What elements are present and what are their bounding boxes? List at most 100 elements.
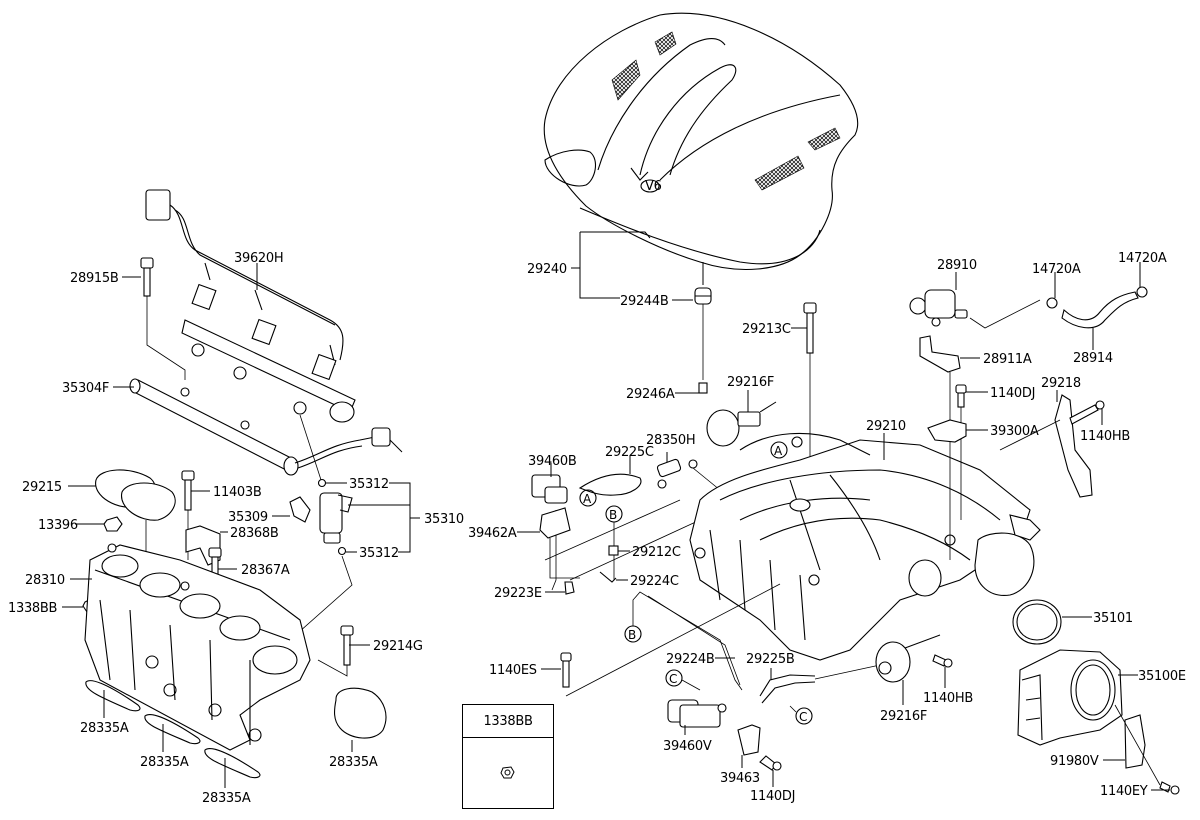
gasket-28335A-4[interactable] (333, 687, 387, 739)
label-1140HB-top[interactable]: 1140HB (1080, 429, 1130, 444)
upper-intake-manifold-29210[interactable] (689, 432, 1041, 661)
label-35312-upper[interactable]: 35312 (349, 477, 389, 492)
label-29225B[interactable]: 29225B (746, 652, 795, 667)
bracket-91980V[interactable] (1124, 714, 1146, 769)
lower-intake-manifold-28310[interactable] (84, 543, 311, 751)
label-28335A-3[interactable]: 28335A (202, 791, 251, 806)
clip-29212C[interactable] (608, 545, 619, 556)
label-35304F[interactable]: 35304F (62, 381, 109, 396)
label-28911A[interactable]: 28911A (983, 352, 1032, 367)
nut-13396[interactable] (103, 516, 123, 532)
label-39620H[interactable]: 39620H (234, 251, 284, 266)
bolt-1140ES[interactable] (560, 652, 572, 688)
sensor-39300A[interactable] (927, 419, 967, 443)
solenoid-valve-39460B[interactable] (531, 474, 568, 504)
label-28368B[interactable]: 28368B (230, 526, 279, 541)
label-28310[interactable]: 28310 (25, 573, 65, 588)
label-1140DJ-bottom[interactable]: 1140DJ (750, 789, 795, 804)
label-1140ES[interactable]: 1140ES (489, 663, 537, 678)
bolt-29246A[interactable] (698, 382, 708, 394)
label-39462A[interactable]: 39462A (468, 526, 517, 541)
label-35100E[interactable]: 35100E (1138, 669, 1186, 684)
label-39460B[interactable]: 39460B (528, 454, 577, 469)
gasket-28335A-1[interactable] (85, 680, 141, 712)
label-29216F-bottom[interactable]: 29216F (880, 709, 927, 724)
label-1140HB-bottom[interactable]: 1140HB (923, 691, 973, 706)
label-14720A-1[interactable]: 14720A (1032, 262, 1081, 277)
bracket-39463[interactable] (737, 724, 761, 756)
hose-29223E[interactable] (564, 581, 575, 595)
hose-29225C[interactable] (578, 473, 642, 496)
grommet-29244B[interactable] (694, 287, 712, 305)
injector-35310[interactable] (319, 492, 353, 544)
label-28335A-4[interactable]: 28335A (329, 755, 378, 770)
label-35309[interactable]: 35309 (228, 510, 268, 525)
bolt-1140HB-bottom[interactable] (932, 654, 953, 668)
label-29215[interactable]: 29215 (22, 480, 62, 495)
label-11403B[interactable]: 11403B (213, 485, 262, 500)
label-35310[interactable]: 35310 (424, 512, 464, 527)
label-28335A-1[interactable]: 28335A (80, 721, 129, 736)
label-13396[interactable]: 13396 (38, 518, 78, 533)
o-ring-upper[interactable] (317, 478, 327, 488)
hose-29225B[interactable] (759, 674, 816, 704)
label-29224C[interactable]: 29224C (630, 574, 679, 589)
solenoid-valve-39460V[interactable] (667, 699, 727, 728)
clamp-14720A-2[interactable] (1136, 286, 1148, 298)
actuator-29216F-bottom[interactable] (875, 634, 941, 683)
fuel-rail-35304F[interactable] (129, 378, 299, 476)
label-28335A-2[interactable]: 28335A (140, 755, 189, 770)
label-28350H[interactable]: 28350H (646, 433, 696, 448)
label-29246A[interactable]: 29246A (626, 387, 675, 402)
label-29214G[interactable]: 29214G (373, 639, 423, 654)
label-1140EY[interactable]: 1140EY (1100, 784, 1148, 799)
gasket-29215[interactable] (95, 469, 176, 521)
bolt-1140DJ-bottom[interactable] (759, 755, 782, 771)
clamp-14720A-1[interactable] (1046, 297, 1058, 309)
label-29225C[interactable]: 29225C (605, 445, 654, 460)
label-29212C[interactable]: 29212C (632, 545, 681, 560)
throttle-body-35100E[interactable] (1017, 649, 1123, 746)
bracket-29218[interactable] (1054, 394, 1093, 498)
label-35101[interactable]: 35101 (1093, 611, 1133, 626)
wiring-harness-39620H[interactable] (145, 189, 344, 381)
engine-cover[interactable]: V6 (543, 12, 859, 270)
label-29218[interactable]: 29218 (1041, 376, 1081, 391)
label-28915B[interactable]: 28915B (70, 271, 119, 286)
connector-28350H[interactable] (656, 458, 698, 489)
bolt-11403B[interactable] (181, 470, 195, 511)
label-39460V[interactable]: 39460V (663, 739, 712, 754)
label-39300A[interactable]: 39300A (990, 424, 1039, 439)
bolt-1140DJ-top[interactable] (955, 384, 967, 408)
legend-part-number[interactable]: 1338BB (463, 705, 553, 738)
label-29224B[interactable]: 29224B (666, 652, 715, 667)
gasket-28335A-2[interactable] (144, 714, 201, 745)
hose-28914[interactable] (1061, 291, 1139, 329)
label-91980V[interactable]: 91980V (1050, 754, 1099, 769)
label-29223E[interactable]: 29223E (494, 586, 542, 601)
label-29244B[interactable]: 29244B (620, 294, 669, 309)
label-14720A-2[interactable]: 14720A (1118, 251, 1167, 266)
clip-35309[interactable] (289, 496, 311, 523)
fuel-line[interactable] (294, 401, 403, 469)
gasket-28335A-3[interactable] (204, 748, 261, 779)
o-ring-lower[interactable] (337, 546, 347, 556)
label-29210[interactable]: 29210 (866, 419, 906, 434)
label-1338BB[interactable]: 1338BB (8, 601, 57, 616)
label-29213C[interactable]: 29213C (742, 322, 791, 337)
actuator-29216F-top[interactable] (706, 401, 777, 447)
label-28367A[interactable]: 28367A (241, 563, 290, 578)
label-1140DJ-top[interactable]: 1140DJ (990, 386, 1035, 401)
label-29216F-top[interactable]: 29216F (727, 375, 774, 390)
hose-29224C[interactable] (599, 571, 617, 583)
label-35312-lower[interactable]: 35312 (359, 546, 399, 561)
label-28914[interactable]: 28914 (1073, 351, 1113, 366)
label-39463[interactable]: 39463 (720, 771, 760, 786)
bolt-1140EY[interactable] (1159, 781, 1180, 795)
bolt-29214G[interactable] (340, 625, 354, 666)
bracket-39462A[interactable] (539, 507, 571, 539)
bracket-28911A[interactable] (919, 335, 961, 373)
gasket-35101[interactable] (1012, 599, 1062, 645)
label-28910[interactable]: 28910 (937, 258, 977, 273)
purge-valve-28910[interactable] (909, 289, 968, 327)
